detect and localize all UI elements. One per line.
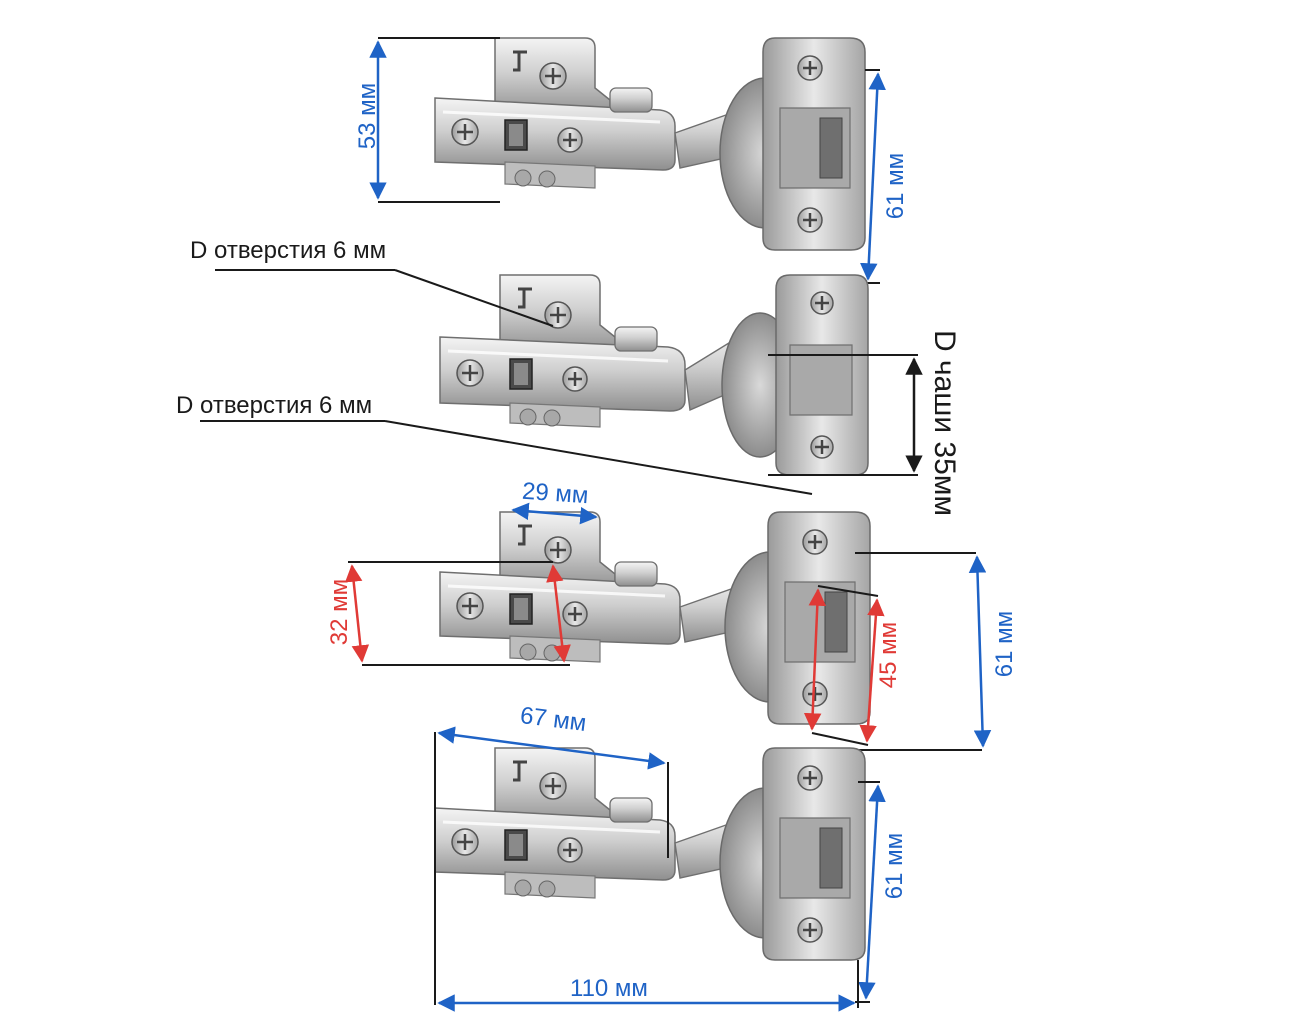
label-61mm-bottom: 61 мм [881, 832, 908, 900]
label-61mm-mid: 61 мм [991, 610, 1018, 678]
dimension-32 [344, 561, 571, 666]
label-cup-35mm: D чаши 35мм [928, 329, 961, 517]
dimension-53 [369, 37, 500, 203]
label-110mm: 110 мм [570, 975, 648, 1002]
label-hole-top: D отверстия 6 мм [190, 237, 387, 264]
hinge-1 [433, 36, 867, 252]
label-hole-bottom: D отверстия 6 мм [176, 392, 373, 419]
label-53mm: 53 мм [354, 82, 381, 150]
dimension-45 [803, 585, 885, 746]
dimension-61-mid [855, 552, 992, 751]
hinge-3 [438, 510, 872, 726]
leader-hole-top [215, 269, 554, 327]
leader-hole-bottom [200, 420, 813, 495]
label-61mm-top: 61 мм [882, 152, 909, 220]
label-32mm: 32 мм [326, 578, 353, 646]
hinge-4 [433, 746, 867, 962]
label-45mm: 45 мм [875, 621, 902, 689]
label-29mm: 29 мм [521, 477, 590, 510]
dimension-67 [434, 726, 669, 1005]
hinge-2 [438, 273, 870, 477]
dimension-110 [437, 960, 859, 1012]
dimension-29 [511, 502, 598, 525]
dimension-cup-35 [768, 354, 923, 476]
